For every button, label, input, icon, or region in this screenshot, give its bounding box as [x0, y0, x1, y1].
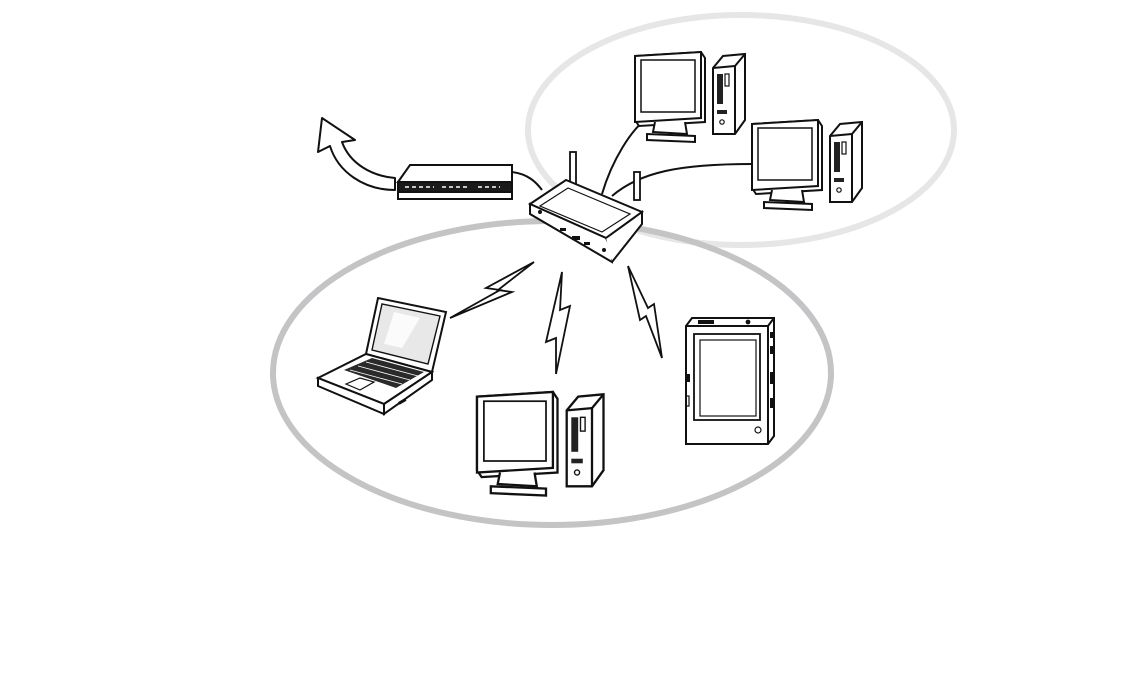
lightning-bolt-icon — [546, 272, 570, 374]
wired-desktop-2 — [752, 120, 862, 210]
wireless-router-icon — [530, 152, 642, 262]
lightning-bolt-icon — [450, 262, 534, 318]
tablet-pc-icon — [686, 318, 774, 444]
desktop-computer-icon — [477, 392, 604, 496]
cable-modem-to-ap — [512, 172, 542, 190]
laptop-icon — [318, 298, 446, 414]
broadband-modem-icon — [398, 165, 512, 199]
desktop-computer-icon — [752, 120, 862, 210]
wireless-links — [450, 262, 662, 374]
wired-desktop-1 — [635, 52, 745, 142]
desktop-computer-icon — [635, 52, 745, 142]
cable-ap-to-desktop-1 — [602, 118, 648, 194]
internet-arrow-icon — [318, 118, 395, 190]
cable-ap-to-desktop-2 — [612, 164, 752, 196]
lightning-bolt-icon — [628, 266, 662, 358]
wireless-desktop — [477, 392, 604, 496]
